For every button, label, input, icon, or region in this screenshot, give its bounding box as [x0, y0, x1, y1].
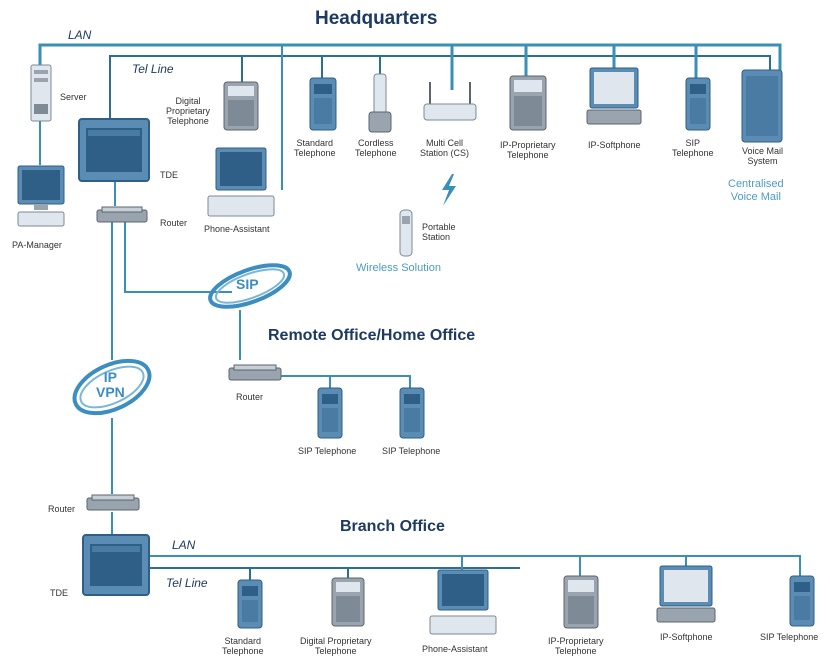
branch-router-icon [86, 494, 140, 511]
hq-tel-label: Tel Line [132, 62, 174, 76]
centralised-voice-mail-label: Centralised Voice Mail [728, 178, 784, 203]
ipvpn-badge [72, 358, 152, 416]
hq-lan-label: LAN [68, 28, 92, 42]
digital-phone-icon [223, 81, 259, 131]
remote-sip-phone-2-label: SIP Telephone [382, 446, 441, 456]
tde-icon [78, 118, 150, 182]
branch-tde-icon [82, 534, 150, 596]
branch-digital-phone-label: Digital Proprietary Telephone [300, 636, 372, 656]
branch-phone-assistant-label: Phone-Assistant [422, 644, 488, 654]
tde-label: TDE [160, 170, 178, 180]
remote-router-label: Router [236, 392, 264, 402]
hq-lan-line [38, 43, 782, 72]
branch-digital-phone-icon [331, 577, 365, 627]
sip-phone-label: SIP Telephone [672, 138, 714, 158]
multi-cell-icon [423, 82, 477, 121]
branch-tel-label: Tel Line [166, 576, 208, 590]
router-label: Router [160, 218, 188, 228]
hq-tel-line [109, 55, 771, 120]
phone-assistant-label: Phone-Assistant [204, 224, 270, 234]
branch-sip-phone-label: SIP Telephone [760, 632, 819, 642]
branch-ip-proprietary-label: IP-Proprietary Telephone [548, 636, 604, 656]
portable-station-icon [399, 209, 413, 257]
ip-softphone-label: IP-Softphone [588, 140, 641, 150]
router-icon [96, 206, 148, 223]
wireless-signal-icon [442, 174, 456, 206]
ipvpn-badge-label: IP VPN [96, 369, 125, 400]
voice-mail-label: Voice Mail System [742, 146, 784, 166]
server-icon [30, 64, 52, 122]
branch-ip-softphone-icon [656, 565, 716, 623]
ip-proprietary-label: IP-Proprietary Telephone [500, 140, 556, 160]
cordless-phone-label: Cordless Telephone [355, 138, 397, 158]
remote-router-icon [228, 364, 282, 381]
remote-sip-phone-2-icon [399, 387, 425, 439]
branch-lan-label: LAN [172, 538, 196, 552]
remote-sip-phone-1-label: SIP Telephone [298, 446, 357, 456]
standard-phone-icon [309, 77, 337, 131]
branch-standard-phone-label: Standard Telephone [222, 636, 264, 656]
sip-phone-icon [685, 77, 711, 131]
branch-ip-proprietary-icon [563, 575, 599, 629]
ip-softphone-icon [586, 67, 642, 125]
pa-manager-label: PA-Manager [12, 240, 62, 250]
cordless-phone-icon [368, 73, 392, 133]
branch-lan-line [150, 555, 801, 578]
remote-sip-phone-1-icon [317, 387, 343, 439]
multi-cell-label: Multi Cell Station (CS) [420, 138, 470, 158]
digital-phone-label: Digital Proprietary Telephone [166, 96, 211, 126]
ip-proprietary-icon [509, 75, 547, 131]
standard-phone-label: Standard Telephone [294, 138, 336, 158]
sip-badge [208, 263, 292, 309]
branch-ip-softphone-label: IP-Softphone [660, 632, 713, 642]
headquarters-title: Headquarters [315, 8, 438, 29]
server-label: Server [60, 92, 87, 102]
portable-station-label: Portable Station [422, 222, 456, 242]
branch-sip-phone-icon [789, 575, 815, 627]
router-to-sip [124, 222, 232, 293]
voice-mail-icon [741, 69, 783, 143]
sip-badge-label: SIP [236, 276, 259, 292]
branch-phone-assistant-icon [429, 569, 497, 635]
pa-manager-icon [17, 165, 65, 227]
branch-standard-phone-icon [237, 579, 263, 629]
branch-tde-label: TDE [50, 588, 68, 598]
branch-office-title: Branch Office [340, 518, 445, 535]
branch-router-label: Router [48, 504, 76, 514]
phone-assistant-icon [207, 147, 275, 217]
wireless-solution-label: Wireless Solution [356, 262, 441, 274]
remote-office-title: Remote Office/Home Office [268, 327, 476, 344]
